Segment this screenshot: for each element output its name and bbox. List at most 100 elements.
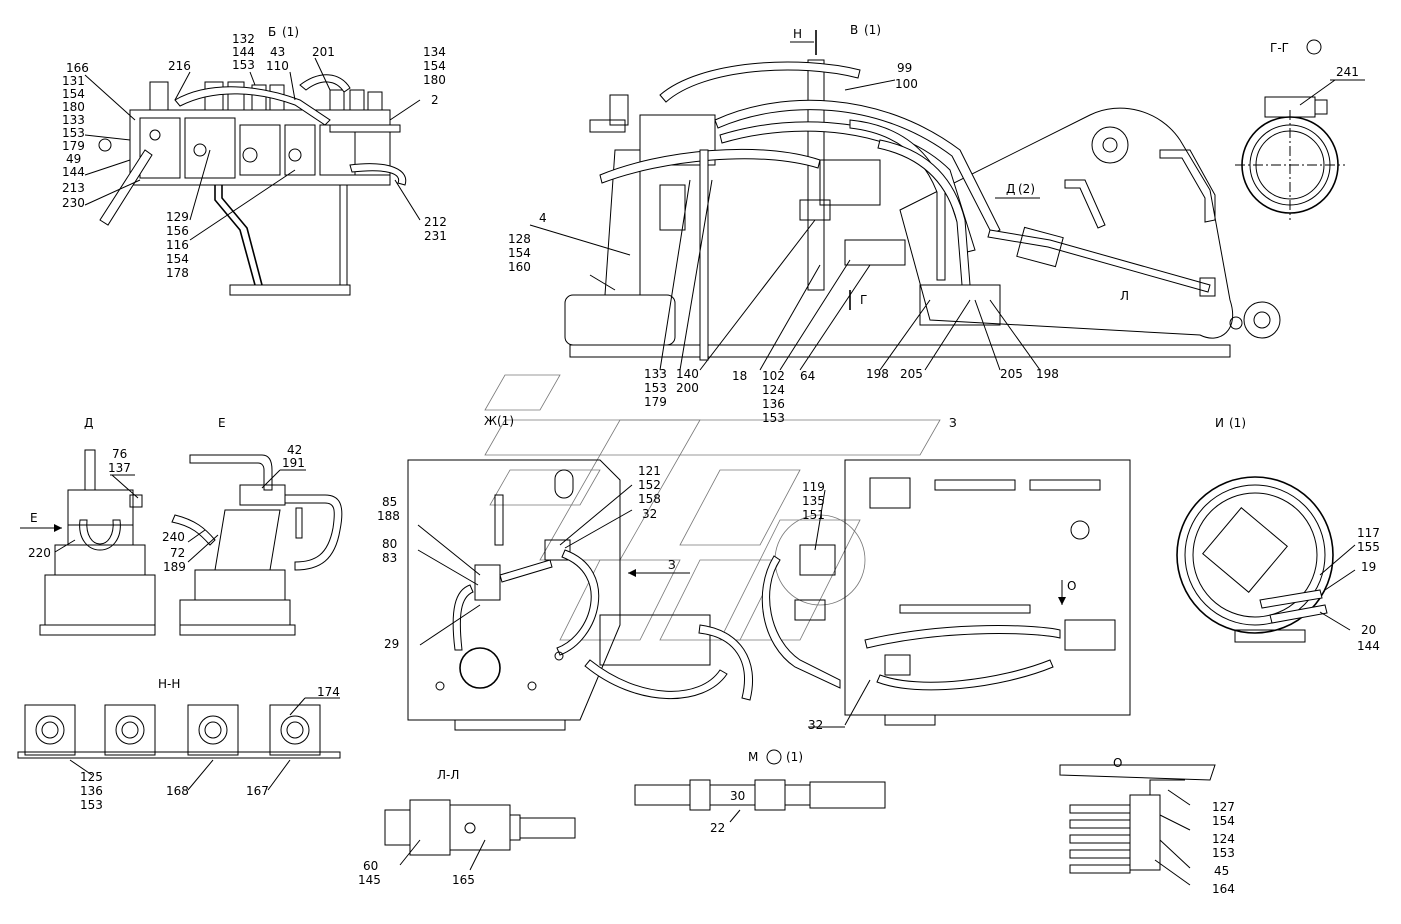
callout: 43: [270, 45, 285, 59]
callout: 151: [802, 508, 825, 522]
arrow-d-scale: (2): [1018, 182, 1035, 196]
section-ll-title: Л-Л: [437, 768, 459, 782]
callout: 127: [1212, 800, 1235, 814]
callout: 132: [232, 32, 255, 46]
view-v-leaders: [529, 79, 1041, 371]
callout: 140: [676, 367, 699, 381]
callout: 131: [62, 74, 85, 88]
callout: 145: [358, 873, 381, 887]
arrow-o: О: [1067, 579, 1076, 593]
callout: 64: [800, 369, 815, 383]
view-v-callouts: 99 100 4 128 154 160 133 153 179 140 200…: [508, 61, 1059, 425]
callout: 201: [312, 45, 335, 59]
callout: 231: [424, 229, 447, 243]
callout: 180: [62, 100, 85, 114]
callout: 164: [1212, 882, 1235, 896]
callout: 102: [762, 369, 785, 383]
callout: 80: [382, 537, 397, 551]
view-b-callouts: 166 131 154 180 133 153 179 49 144 213 2…: [62, 32, 447, 280]
callout: 167: [246, 784, 269, 798]
section-gg: Г-Г 241: [1235, 39, 1365, 220]
section-gg-title: Г-Г: [1270, 41, 1289, 55]
callout: 45: [1214, 864, 1229, 878]
callout: 121: [638, 464, 661, 478]
callout: 144: [1357, 639, 1380, 653]
callout: 144: [62, 165, 85, 179]
callout: 153: [1212, 846, 1235, 860]
view-v: В (1) Н Г Д (2) Л: [508, 23, 1281, 425]
callout: 137: [108, 461, 131, 475]
view-d: Д Е 76 137 220: [20, 416, 156, 636]
callout: 4: [539, 211, 547, 225]
callout: 153: [232, 58, 255, 72]
callout: 99: [897, 61, 912, 75]
view-m-scale: (1): [786, 750, 803, 764]
callout: 178: [166, 266, 189, 280]
callout: 165: [452, 873, 475, 887]
view-zh-title: Ж: [484, 414, 497, 428]
callout: 212: [424, 215, 447, 229]
callout: 191: [282, 456, 305, 470]
callout: 134: [423, 45, 446, 59]
view-i-title: И: [1215, 416, 1224, 430]
section-nn: Н-Н 174 125 136 153 168 167: [17, 677, 341, 812]
view-d-title: Д: [84, 416, 93, 430]
callout: 20: [1361, 623, 1376, 637]
callout: 19: [1361, 560, 1376, 574]
callout: 205: [900, 367, 923, 381]
view-b: Б (1) 166 131: [62, 25, 447, 296]
callout: 133: [644, 367, 667, 381]
arrow-z: З: [668, 558, 676, 572]
view-zh: Ж (1) 85 188 80 83 29 121 152 158 32: [377, 414, 661, 731]
callout: 154: [62, 87, 85, 101]
callout: 30: [730, 789, 745, 803]
callout: 83: [382, 551, 397, 565]
view-m: М (1) 30 22: [634, 749, 886, 835]
callout: 119: [802, 480, 825, 494]
view-e-title: Е: [218, 416, 226, 430]
callout: 49: [66, 152, 81, 166]
callout: 166: [66, 61, 89, 75]
callout: 198: [866, 367, 889, 381]
callout: 189: [163, 560, 186, 574]
callout: 155: [1357, 540, 1380, 554]
callout: 2: [431, 93, 439, 107]
callout: 154: [508, 246, 531, 260]
arrow-l: Л: [1120, 289, 1129, 303]
callout: 32: [808, 718, 823, 732]
view-b-scale: (1): [282, 25, 299, 39]
callout: 188: [377, 509, 400, 523]
callout: 174: [317, 685, 340, 699]
arrow-g: Г: [860, 293, 867, 307]
view-v-scale: (1): [864, 23, 881, 37]
callout: 160: [508, 260, 531, 274]
callout: 179: [644, 395, 667, 409]
view-o: 127 154 124 153 45 164: [1059, 764, 1235, 896]
view-v-title: В: [850, 23, 858, 37]
view-z: З З О 119 135 151 32 О: [584, 416, 1131, 770]
callout: 42: [287, 443, 302, 457]
callout: 240: [162, 530, 185, 544]
view-b-title: Б: [268, 25, 276, 39]
callout: 168: [166, 784, 189, 798]
callout: 153: [62, 126, 85, 140]
callout: 124: [762, 383, 785, 397]
callout: 152: [638, 478, 661, 492]
arrow-n: Н: [793, 27, 802, 41]
callout: 153: [80, 798, 103, 812]
view-b-leaders: [84, 57, 421, 241]
callout: 144: [232, 45, 255, 59]
callout: 154: [166, 252, 189, 266]
callout: 128: [508, 232, 531, 246]
callout: 220: [28, 546, 51, 560]
view-e: Е 42 191 240 72 189: [162, 416, 343, 636]
callout: 135: [802, 494, 825, 508]
callout: 216: [168, 59, 191, 73]
callout: 129: [166, 210, 189, 224]
callout: 117: [1357, 526, 1380, 540]
view-i-scale: (1): [1229, 416, 1246, 430]
view-z-title: З: [949, 416, 957, 430]
callout: 100: [895, 77, 918, 91]
view-m-title: М: [748, 750, 758, 764]
